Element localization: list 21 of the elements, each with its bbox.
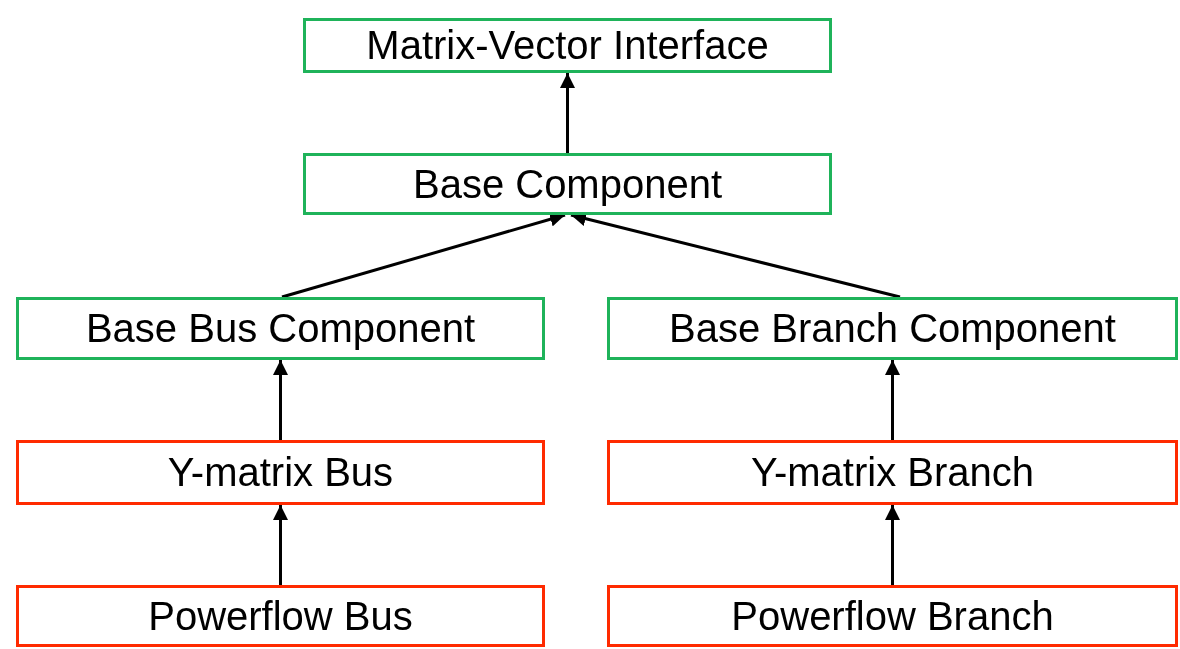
class-box xyxy=(607,297,1178,360)
arrow xyxy=(885,360,900,440)
class-box xyxy=(16,585,545,647)
arrow xyxy=(885,505,900,585)
class-box xyxy=(607,440,1178,505)
class-name: Base Component xyxy=(412,161,723,207)
class-name: Powerflow Branch xyxy=(731,593,1054,639)
class-box xyxy=(303,18,832,73)
class-box xyxy=(16,440,545,505)
arrow xyxy=(273,505,288,585)
class-box xyxy=(607,585,1178,647)
class-box xyxy=(16,297,545,360)
class-name: Base Bus Component xyxy=(85,306,476,351)
class-name: Y-matrix Branch xyxy=(750,450,1035,495)
class-name: Base Branch Component xyxy=(669,306,1116,351)
class-name: Powerflow Bus xyxy=(148,593,413,639)
class-name: Matrix-Vector Interface xyxy=(366,23,769,68)
class-name: Y-matrix Bus xyxy=(167,450,394,495)
arrow xyxy=(560,73,575,153)
arrow xyxy=(273,360,288,440)
class-box xyxy=(303,153,832,215)
